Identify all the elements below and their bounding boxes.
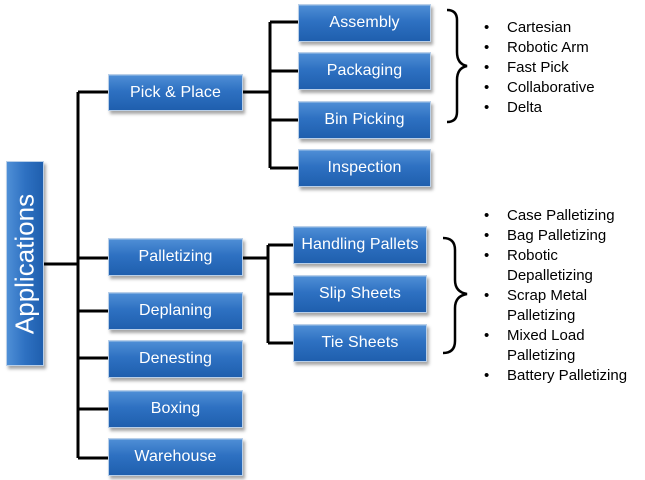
bin-picking-box: Bin Picking (298, 101, 431, 139)
list-item: Delta (482, 98, 632, 118)
applications-root-box: Applications (6, 161, 44, 366)
slip-sheets-box: Slip Sheets (293, 275, 427, 313)
list-item: Scrap Metal Palletizing (482, 286, 617, 326)
list-item: Cartesian (482, 18, 632, 38)
list-item: Case Palletizing (482, 206, 632, 226)
list-item: Bag Palletizing (482, 226, 632, 246)
tie-sheets-box: Tie Sheets (293, 324, 427, 362)
pick-place-brace (446, 8, 468, 124)
deplaning-box: Deplaning (108, 292, 243, 330)
packaging-box: Packaging (298, 52, 431, 90)
pick-place-box: Pick & Place (108, 74, 243, 111)
list-item: Mixed Load Palletizing (482, 326, 617, 366)
pick-place-robot-types-list: Cartesian Robotic Arm Fast Pick Collabor… (482, 18, 632, 118)
boxing-box: Boxing (108, 390, 243, 428)
list-item: Robotic Depalletizing (482, 246, 617, 286)
list-item: Collaborative (482, 78, 632, 98)
warehouse-box: Warehouse (108, 438, 243, 476)
palletizing-brace (442, 236, 468, 355)
palletizing-types-list: Case Palletizing Bag Palletizing Robotic… (482, 206, 632, 386)
applications-root-label: Applications (9, 193, 40, 334)
list-item: Battery Palletizing (482, 366, 632, 386)
palletizing-box: Palletizing (108, 238, 243, 276)
denesting-box: Denesting (108, 340, 243, 378)
inspection-box: Inspection (298, 149, 431, 187)
list-item: Robotic Arm (482, 38, 632, 58)
handling-pallets-box: Handling Pallets (293, 226, 427, 264)
list-item: Fast Pick (482, 58, 632, 78)
assembly-box: Assembly (298, 4, 431, 42)
